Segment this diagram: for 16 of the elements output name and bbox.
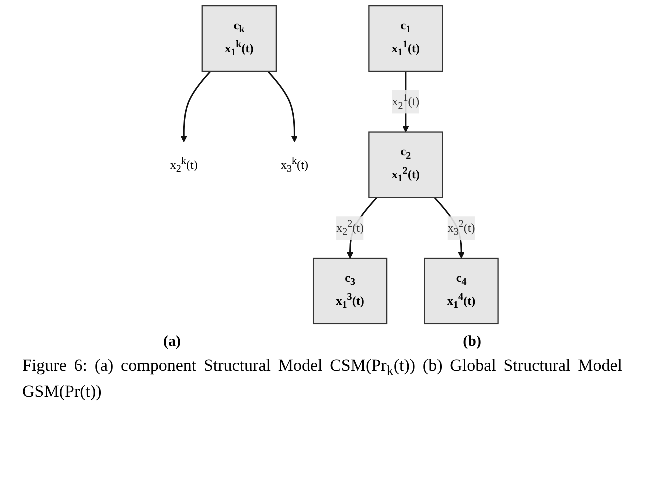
node-box [368, 132, 443, 198]
edge-label: x$_{3}$$^{2}$(t) [447, 218, 475, 238]
node-box [201, 5, 276, 72]
edge-label: x$_{2}$$^{2}$(t) [336, 218, 364, 238]
structural-model-diagram: x$_{2}$$^{1}$(t) x$_{2}$$^{2}$(t) x$_{3}$$^{2}$(t) c$_{k}$ x$_{1}$$^{k}$(t) x$_{2}$$^{k}$(t) x$_{3}$$^{k}$(t) c$_{1}$ x$_{1}$$^{1}$(t) c$_{2}$ x$_{1}$$^{2}$(t) c$_{4}$ x$_{1}$$^{4}$(t) c$_{3}$ x$_{1}$$^{3}$(t) [12, 0, 632, 330]
node-box [368, 5, 443, 72]
panel-label: (a) [164, 334, 182, 351]
arrow [267, 71, 298, 142]
edge-label: x$_{2}$$^{1}$(t) [392, 92, 420, 112]
arrow [180, 71, 211, 142]
node-text: x$_{2}$$^{k}$(t) [170, 154, 198, 174]
node-box [312, 258, 388, 325]
figure-caption: Figure 6: (a) component Structural Model CSM(Pr$_{k}$(t)) (b) Global Structural Model GSM(Pr(t)) [22, 355, 622, 403]
panel-label: (b) [463, 334, 482, 351]
node-text: x$_{3}$$^{k}$(t) [280, 154, 308, 174]
node-box [424, 258, 498, 325]
